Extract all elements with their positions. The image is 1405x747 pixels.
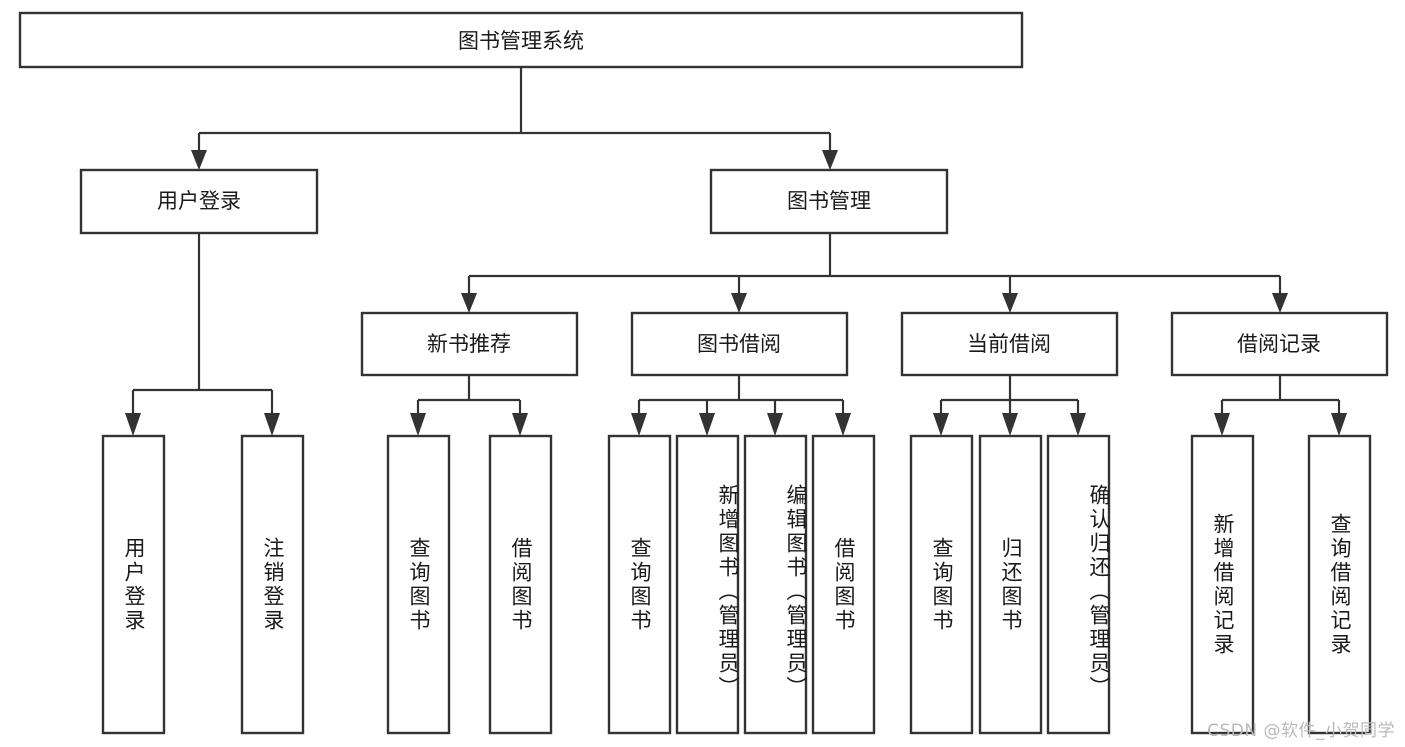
arrow-icon-current-leaf3 <box>1070 413 1086 436</box>
label-new-book-recommend: 新书推荐 <box>427 332 511 356</box>
arrow-icon-current-leaf1 <box>933 413 949 436</box>
leaf-box-current-2[interactable] <box>978 434 1043 735</box>
arrow-icon-newbook-leaf1 <box>410 413 426 436</box>
connectors <box>131 67 1341 413</box>
node-new-book-recommend[interactable] <box>360 311 579 377</box>
leaf-box-user-login-1[interactable] <box>101 434 166 735</box>
leaf-box-current-3[interactable] <box>1046 434 1111 735</box>
arrow-icon-user-login <box>191 150 207 170</box>
label-book-management: 图书管理 <box>787 189 871 213</box>
leaf-box-borrow-2[interactable] <box>675 434 740 735</box>
leaf-box-borrow-3[interactable] <box>743 434 808 735</box>
label-current-borrow: 当前借阅 <box>967 332 1051 356</box>
leaf-box-record-1[interactable] <box>1190 434 1255 735</box>
arrow-icon-book-mgmt <box>822 150 838 170</box>
arrow-icon-current <box>1002 293 1018 313</box>
label-user-login: 用户登录 <box>157 189 241 213</box>
node-labels: 图书管理系统 用户登录 图书管理 新书推荐 图书借阅 当前借阅 借阅记录 <box>157 29 1321 356</box>
watermark-text: CSDN @软件_小贺同学 <box>1207 721 1395 741</box>
node-root[interactable] <box>18 11 1024 69</box>
node-boxes <box>18 11 1389 735</box>
label-book-borrow: 图书借阅 <box>697 332 781 356</box>
arrow-icon-newbook <box>461 293 477 313</box>
label-root: 图书管理系统 <box>458 29 584 53</box>
arrow-icon-borrow-leaf2 <box>699 413 715 436</box>
node-user-login[interactable] <box>79 168 319 235</box>
arrow-icon-record <box>1272 293 1288 313</box>
arrow-icon-userlogin-leaf1 <box>125 413 141 436</box>
node-current-borrow[interactable] <box>900 311 1119 377</box>
arrow-icon-record-leaf2 <box>1331 413 1347 436</box>
leaf-box-user-login-2[interactable] <box>240 434 305 735</box>
arrow-icon-borrow-leaf3 <box>767 413 783 436</box>
arrow-icon-borrow-leaf4 <box>835 413 851 436</box>
arrow-icon-current-leaf2 <box>1002 413 1018 436</box>
label-borrow-record: 借阅记录 <box>1237 332 1321 356</box>
node-borrow-record[interactable] <box>1170 311 1389 377</box>
leaf-box-newbook-2[interactable] <box>488 434 553 735</box>
arrow-icon-borrow-leaf1 <box>631 413 647 436</box>
arrow-icon-borrow <box>731 293 747 313</box>
leaf-box-newbook-1[interactable] <box>386 434 451 735</box>
arrow-icon-record-leaf1 <box>1214 413 1230 436</box>
arrowheads <box>125 150 1347 436</box>
leaf-box-record-2[interactable] <box>1307 434 1372 735</box>
node-book-management[interactable] <box>709 168 949 235</box>
arrow-icon-userlogin-leaf2 <box>264 413 280 436</box>
arrow-icon-newbook-leaf2 <box>512 413 528 436</box>
leaf-box-current-1[interactable] <box>909 434 974 735</box>
leaf-box-borrow-4[interactable] <box>811 434 876 735</box>
node-book-borrow[interactable] <box>630 311 849 377</box>
leaf-box-borrow-1[interactable] <box>607 434 672 735</box>
